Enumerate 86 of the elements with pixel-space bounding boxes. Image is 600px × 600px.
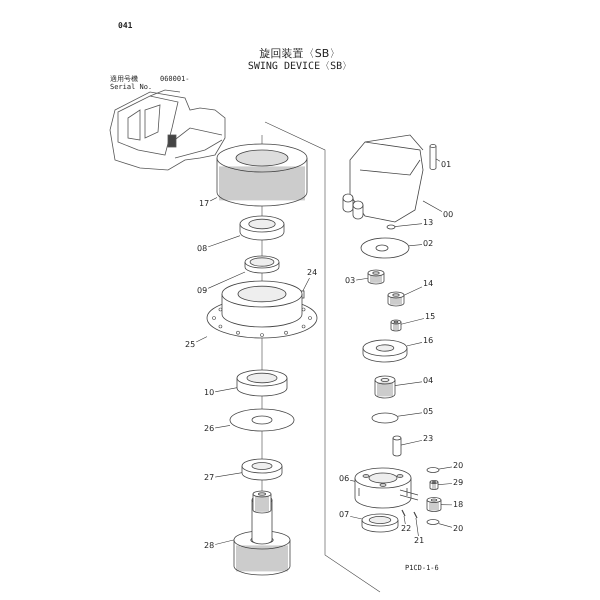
leader-line xyxy=(406,342,422,346)
leader-line xyxy=(438,523,452,528)
leader-line xyxy=(400,318,424,325)
leader-line xyxy=(208,235,240,248)
callout-number: 04 xyxy=(422,376,434,386)
leader-line xyxy=(214,472,242,478)
leader-line xyxy=(404,516,406,524)
callout-number: 22 xyxy=(400,524,412,534)
leader-line xyxy=(394,223,422,227)
bearing-drawing xyxy=(236,370,288,396)
leader-line xyxy=(400,440,422,446)
leader-line xyxy=(404,286,422,296)
callout-number: 27 xyxy=(203,473,216,483)
callout-number: 08 xyxy=(196,244,208,254)
leader-line xyxy=(440,504,452,506)
callout-number: 13 xyxy=(422,218,434,228)
leader-line xyxy=(210,197,218,202)
callout-number: 02 xyxy=(422,239,434,249)
callout-number: 20 xyxy=(452,524,464,534)
ring-gear-drawing xyxy=(216,144,308,206)
page-number: 041 xyxy=(118,22,132,30)
leader-line xyxy=(394,382,422,386)
leader-line xyxy=(436,158,440,162)
callout-number: 09 xyxy=(196,286,208,296)
gear-drawing xyxy=(388,292,404,306)
diagram-title: 旋回装置〈SB〉 xyxy=(258,48,342,59)
leader-line xyxy=(214,425,230,428)
callout-number: 06 xyxy=(338,474,350,484)
diagram-subtitle: SWING DEVICE〈SB〉 xyxy=(246,62,354,72)
washer-drawing xyxy=(230,408,294,432)
pin-drawing xyxy=(392,436,402,456)
washer-drawing xyxy=(372,412,398,424)
bolt-drawing xyxy=(430,144,436,170)
callout-number: 28 xyxy=(203,541,216,551)
callout-number: 26 xyxy=(203,424,216,434)
leader-line xyxy=(196,336,208,342)
callout-number: 25 xyxy=(184,340,196,350)
o-ring-drawing xyxy=(386,224,396,230)
gear-drawing xyxy=(368,270,384,284)
gear-drawing xyxy=(426,497,442,512)
callout-number: 01 xyxy=(440,160,452,170)
leader-line xyxy=(302,278,310,292)
leader-line xyxy=(350,480,356,482)
shaft-drawing xyxy=(234,490,290,576)
leader-line xyxy=(398,412,422,416)
bearing-drawing xyxy=(240,216,284,240)
pin-drawing xyxy=(413,512,418,518)
callout-number: 15 xyxy=(424,312,436,322)
gear-drawing xyxy=(430,480,438,490)
washer-drawing xyxy=(426,519,440,525)
callout-number: 24 xyxy=(306,268,318,278)
leader-line xyxy=(356,278,368,280)
ring-drawing xyxy=(242,458,282,480)
housing-drawing xyxy=(206,280,318,338)
callout-number: 05 xyxy=(422,407,434,417)
leader-line xyxy=(438,466,452,470)
ring-drawing xyxy=(362,514,398,532)
leader-line xyxy=(214,540,234,545)
callout-number: 03 xyxy=(344,276,356,286)
leader-line xyxy=(208,272,246,289)
hydraulic-motor-drawing xyxy=(342,134,424,222)
gasket-plate-drawing xyxy=(360,238,410,258)
leader-line xyxy=(416,518,419,536)
callout-number: 23 xyxy=(422,434,434,444)
callout-number: 18 xyxy=(452,500,464,510)
washer-drawing xyxy=(426,467,440,473)
callout-number: 14 xyxy=(422,279,434,289)
callout-number: 29 xyxy=(452,478,464,488)
leader-line xyxy=(422,200,442,212)
gear-drawing xyxy=(390,320,402,332)
carrier-drawing xyxy=(354,468,418,508)
carrier-drawing xyxy=(362,340,408,362)
gear-drawing xyxy=(374,376,396,398)
callout-number: 17 xyxy=(198,199,210,209)
seal-drawing xyxy=(244,256,280,274)
pin-drawing xyxy=(401,510,406,516)
callout-number: 10 xyxy=(203,388,216,398)
callout-number: 21 xyxy=(413,536,426,546)
leader-line xyxy=(408,244,422,246)
leader-line xyxy=(438,483,452,485)
leader-line xyxy=(350,516,362,520)
callout-number: 07 xyxy=(338,510,350,520)
leader-line xyxy=(214,387,238,392)
callout-number: 20 xyxy=(452,461,464,471)
callout-number: 00 xyxy=(442,210,454,220)
callout-number: 16 xyxy=(422,336,434,346)
